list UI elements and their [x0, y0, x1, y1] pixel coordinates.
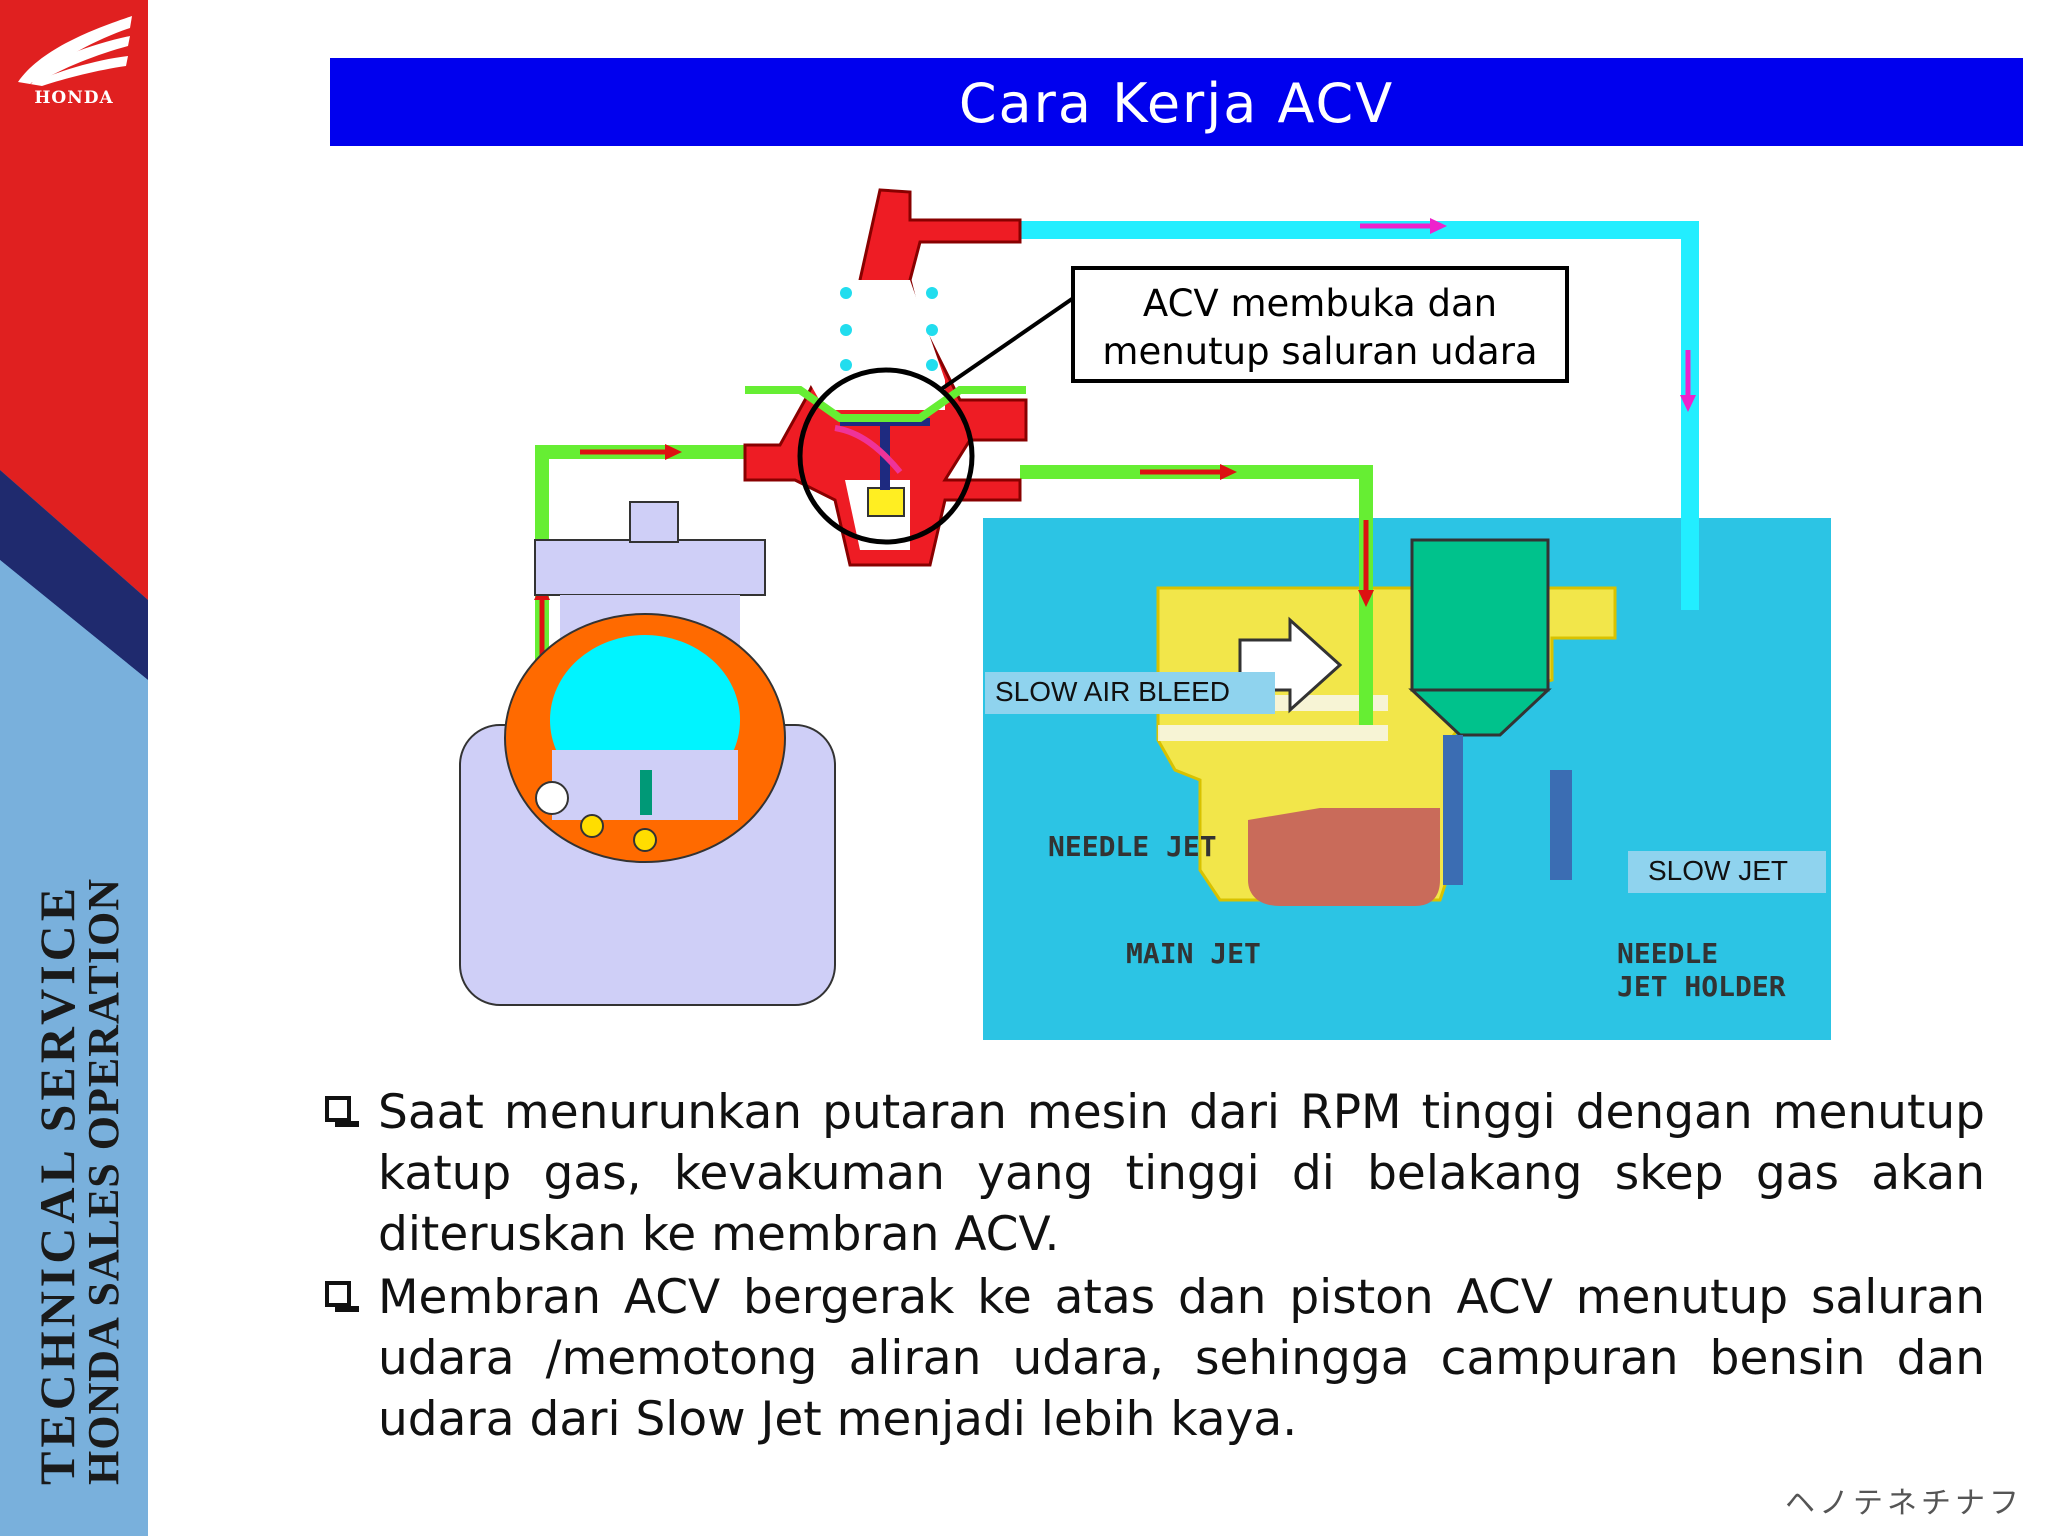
bullet-item: Saat menurunkan putaran mesin dari RPM t…	[320, 1082, 1985, 1265]
bullet-text: Saat menurunkan putaran mesin dari RPM t…	[378, 1085, 1985, 1262]
sidebar-vertical-text-sales-operation: HONDA SALES OPERATION	[79, 878, 128, 1485]
title-bar: Cara Kerja ACV	[330, 58, 2023, 146]
bullet-item: Membran ACV bergerak ke atas dan piston …	[320, 1267, 1985, 1450]
checkbox-bullet-icon	[325, 1096, 359, 1127]
air-line-cyan	[1020, 221, 1699, 610]
footer-text: ヘノテネチナフ	[1785, 1486, 2023, 1521]
acv-valve-body	[743, 188, 1028, 567]
checkbox-bullet-icon	[325, 1281, 359, 1312]
page-title: Cara Kerja ACV	[958, 72, 1395, 135]
bullet-list: Saat menurunkan putaran mesin dari RPM t…	[320, 1082, 1985, 1452]
label-slow-jet: SLOW JET	[1628, 851, 1826, 893]
label-main-jet: MAIN JET	[1126, 937, 1261, 970]
label-needle-jet-holder-1: NEEDLE	[1617, 937, 1719, 970]
highlight-circle	[797, 367, 975, 545]
label-slow-air-bleed: SLOW AIR BLEED	[985, 672, 1275, 714]
label-needle-jet-holder-2: JET HOLDER	[1617, 970, 1786, 1003]
callout-line-2: menutup saluran udara	[1102, 330, 1538, 373]
callout-line	[938, 288, 1087, 392]
acv-callout-label: ACV membuka dan menutup saluran udara	[1071, 266, 1569, 383]
label-needle-jet: NEEDLE JET	[1048, 830, 1217, 863]
acv-diagram	[459, 188, 1831, 1040]
sidebar: HONDA TECHNICAL SERVICE HONDA SALES OPER…	[0, 0, 148, 1536]
honda-wing-icon	[18, 16, 132, 86]
callout-line-1: ACV membuka dan	[1142, 282, 1498, 325]
throttle-body	[459, 501, 836, 1006]
honda-logo-text: HONDA	[34, 88, 114, 108]
sidebar-background	[0, 0, 148, 1536]
bullet-text: Membran ACV bergerak ke atas dan piston …	[378, 1270, 1985, 1447]
